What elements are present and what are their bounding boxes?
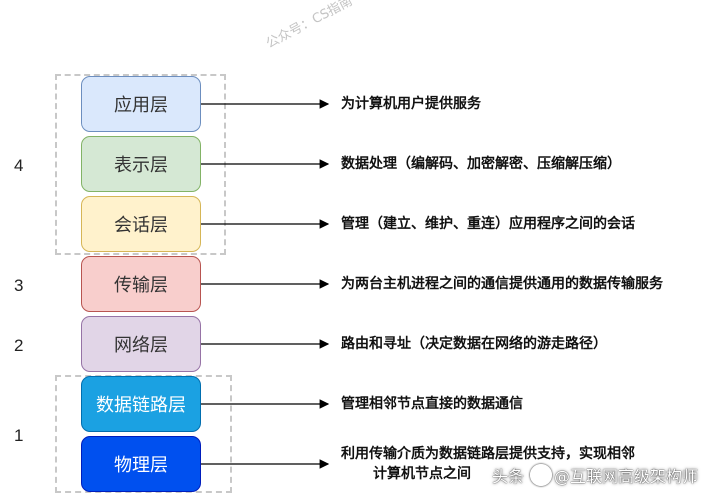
desc-network: 路由和寻址（决定数据在网络的游走路径） [341,336,607,352]
desc-session: 管理（建立、维护、重连）应用程序之间的会话 [341,216,635,232]
layer-presentation: 表示层 [81,136,201,192]
desc-data-link: 管理相邻节点直接的数据通信 [341,396,523,412]
footer-text-a: 头条 [492,467,525,486]
layer-network: 网络层 [81,316,201,372]
group-number-2: 2 [14,336,24,355]
group-number-1: 1 [14,426,24,445]
layer-physical: 物理层 [81,436,201,492]
desc-presentation: 数据处理（编解码、加密解密、压缩解压缩） [341,156,621,172]
desc-physical-line1: 利用传输介质为数据链路层提供支持，实现相邻 [341,446,635,462]
footer-text-b: @互联网高级架构师 [554,467,699,486]
desc-transport: 为两台主机进程之间的通信提供通用的数据传输服务 [341,276,663,292]
footer-badge-icon [530,464,553,486]
group-number-3: 3 [14,276,24,295]
layer-data-link: 数据链路层 [81,376,201,432]
desc-physical-line2: 计算机节点之间 [373,466,471,482]
layer-application: 应用层 [81,76,201,132]
layer-session: 会话层 [81,196,201,252]
desc-application: 为计算机用户提供服务 [341,96,481,112]
group-number-4: 4 [14,156,24,175]
footer-watermark: 头条 @互联网高级架构师 [492,463,698,487]
layer-transport: 传输层 [81,256,201,312]
